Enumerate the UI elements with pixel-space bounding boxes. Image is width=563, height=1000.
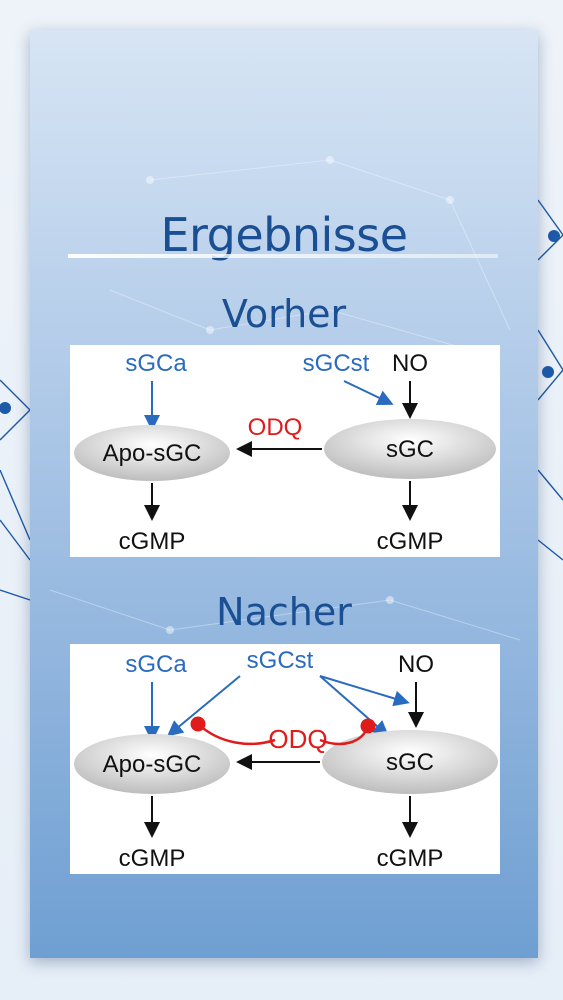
node-sgc: [324, 419, 496, 479]
label-sgc: sGC: [386, 436, 434, 463]
node-apo-sgc: [74, 734, 230, 794]
label-no: NO: [392, 350, 428, 377]
arrow-sgcst-to-sgc: [343, 380, 394, 406]
arrow-sgcst-to-no-path: [319, 675, 410, 707]
label-no: NO: [398, 651, 434, 678]
slide-title: Ergebnisse: [160, 208, 408, 262]
label-sgc: sGC: [386, 749, 434, 776]
diagram-before: sGCa sGCst NO Apo-sGC sGC ODQ cGMP cGMP: [70, 345, 500, 557]
arrow-sgcst-to-apo: [166, 675, 241, 737]
label-cgmp-right: cGMP: [377, 528, 444, 555]
label-cgmp-right: cGMP: [377, 845, 444, 872]
slide-card: Ergebnisse Vorher sGCa sGCst NO: [30, 30, 538, 958]
label-apo-sgc: Apo-sGC: [103, 751, 202, 778]
label-sgca: sGCa: [125, 651, 187, 678]
title-divider: [68, 254, 498, 258]
label-sgca: sGCa: [125, 350, 187, 377]
diagram-after: sGCa sGCst NO Apo-sGC sGC ODQ cGMP cGMP: [70, 644, 500, 874]
label-apo-sgc: Apo-sGC: [103, 440, 202, 467]
node-sgc: [322, 730, 498, 794]
section-label-after: Nacher: [216, 590, 352, 634]
node-apo-sgc: [74, 425, 230, 481]
label-cgmp-left: cGMP: [119, 528, 186, 555]
label-sgcst: sGCst: [247, 647, 314, 674]
label-cgmp-left: cGMP: [119, 845, 186, 872]
label-odq: ODQ: [248, 414, 303, 441]
arrow-sgcst-to-sgc: [319, 675, 390, 737]
card-network-decoration: [49, 156, 521, 641]
label-sgcst: sGCst: [303, 350, 370, 377]
section-label-before: Vorher: [221, 292, 347, 336]
label-odq: ODQ: [268, 724, 327, 754]
odq-inhibition-curve: [198, 724, 368, 746]
